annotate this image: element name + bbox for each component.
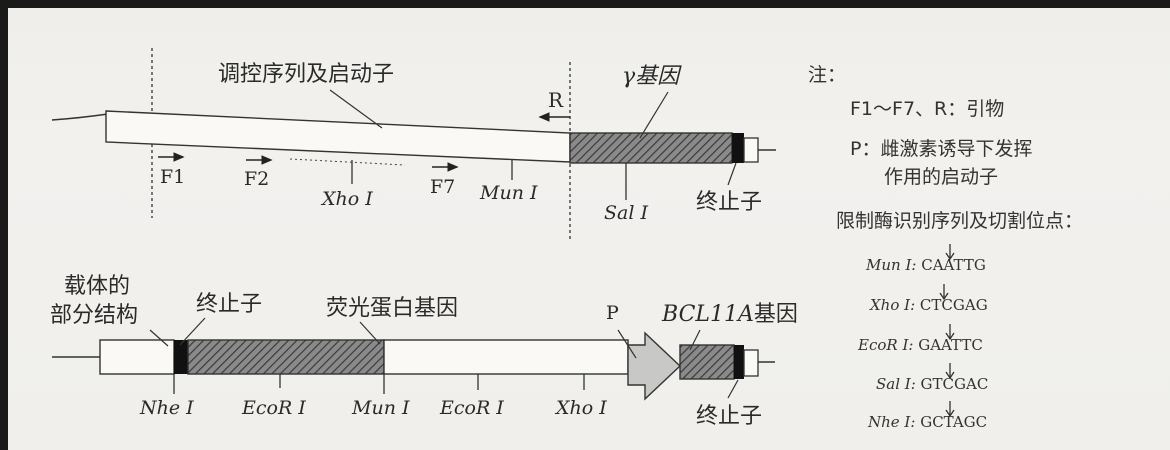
xho-site-label: Xho Ⅰ — [322, 188, 373, 210]
enzyme-right: TCGAG — [931, 296, 988, 314]
enzyme-name: Sal Ⅰ: — [876, 375, 916, 393]
enzyme-left: G — [920, 375, 933, 393]
ecori-site-label-1: EcoR Ⅰ — [242, 397, 306, 419]
gamma-gene-label-wrap: γ基因 — [622, 58, 679, 90]
bottom-vector — [52, 317, 775, 401]
top-end-box — [743, 137, 759, 163]
scan-border-top — [0, 0, 1170, 8]
primer-R-label: R — [548, 88, 564, 112]
fluorescent-protein-gene — [187, 339, 385, 375]
bottom-left-terminator — [174, 340, 188, 374]
enzyme-right: AATTG — [932, 256, 986, 274]
primer-F7-label: F7 — [430, 176, 456, 198]
enzyme-right: AATTC — [930, 336, 983, 354]
promoter-P-label: P — [606, 302, 619, 324]
primer-dotted-guide — [289, 158, 406, 166]
top-terminator-block — [732, 133, 744, 163]
gamma-gene-label: γ基因 — [622, 64, 680, 89]
vector-label-line1: 载体的 — [64, 274, 131, 299]
cut-site-arrows — [939, 244, 955, 418]
bottom-right-terminator — [734, 345, 744, 379]
notes-primers: F1～F7、R：引物 — [850, 98, 1005, 120]
regulatory-label: 调控序列及启动子 — [218, 62, 395, 87]
primer-F2-label: F2 — [244, 168, 270, 190]
enzyme-left: G — [920, 413, 933, 431]
bcl11a-gene-label: BCL11A基因 — [662, 296, 798, 328]
vector-middle-box — [383, 339, 629, 375]
nhe-site-label: Nhe Ⅰ — [140, 397, 194, 419]
fluorescent-gene-label: 荧光蛋白基因 — [326, 296, 459, 321]
vector-label-line2: 部分结构 — [50, 303, 139, 328]
mun-site-label-bottom: Mun Ⅰ — [352, 397, 410, 419]
xho-site-label-bottom: Xho Ⅰ — [556, 397, 607, 419]
notes-promoter-line1: P：雌激素诱导下发挥 — [850, 138, 1033, 160]
top-terminator-label: 终止子 — [696, 190, 763, 215]
regulatory-sequence-box — [105, 110, 571, 163]
notes-promoter-line2: 作用的启动子 — [884, 166, 999, 188]
scan-border-left — [0, 0, 8, 450]
promoter-P-leader — [617, 329, 637, 359]
left-terminator-leader — [179, 317, 206, 346]
bcl-leader — [689, 329, 701, 351]
enzyme-row-ecori: EcoR Ⅰ: GAATTC — [858, 336, 983, 354]
bottom-end-box — [743, 349, 759, 377]
regulatory-leader — [329, 89, 383, 129]
top-terminator-leader — [727, 162, 737, 186]
enzyme-name: Nhe Ⅰ: — [868, 413, 916, 431]
ecori-site-label-2: EcoR Ⅰ — [440, 397, 504, 419]
bottom-terminator-label: 终止子 — [696, 404, 763, 429]
enzyme-row-nhe: Nhe Ⅰ: GCTAGC — [868, 413, 987, 431]
enzyme-name: Mun Ⅰ: — [866, 256, 917, 274]
enzyme-row-mun: Mun Ⅰ: CAATTG — [866, 256, 986, 274]
primer-F1-label: F1 — [160, 166, 186, 188]
enzyme-row-sal: Sal Ⅰ: GTCGAC — [876, 375, 988, 393]
left-terminator-label: 终止子 — [196, 292, 263, 317]
vector-left-box — [99, 339, 175, 375]
sal-site-label: Sal Ⅰ — [604, 202, 648, 224]
enzyme-right: TCGAC — [932, 375, 989, 393]
enzyme-name: EcoR Ⅰ: — [858, 336, 914, 354]
notes-enzyme-heading: 限制酶识别序列及切割位点： — [836, 210, 1084, 232]
enzyme-left: C — [921, 256, 933, 274]
gamma-gene-box — [569, 132, 733, 164]
right-terminator-leader — [727, 379, 739, 399]
notes-title: 注： — [808, 64, 847, 86]
fluorescent-leader — [359, 321, 381, 345]
top-dna-fragment — [51, 48, 776, 240]
enzyme-left: C — [919, 296, 932, 314]
enzyme-row-xho: Xho Ⅰ: CTCGAG — [870, 296, 988, 314]
enzyme-name: Xho Ⅰ: — [870, 296, 916, 314]
bcl11a-gene-name: BCL11A — [662, 302, 754, 327]
mun-site-label: Mun Ⅰ — [480, 182, 538, 204]
vector-label-leader — [149, 329, 169, 347]
bcl11a-gene-suffix: 基因 — [753, 302, 798, 327]
enzyme-right: CTAGC — [932, 413, 988, 431]
gamma-leader — [639, 91, 669, 139]
enzyme-left: G — [918, 336, 931, 354]
promoter-P-arrow — [627, 331, 682, 401]
top-dna-left-tail — [51, 113, 109, 121]
bcl11a-gene-box — [679, 344, 735, 380]
